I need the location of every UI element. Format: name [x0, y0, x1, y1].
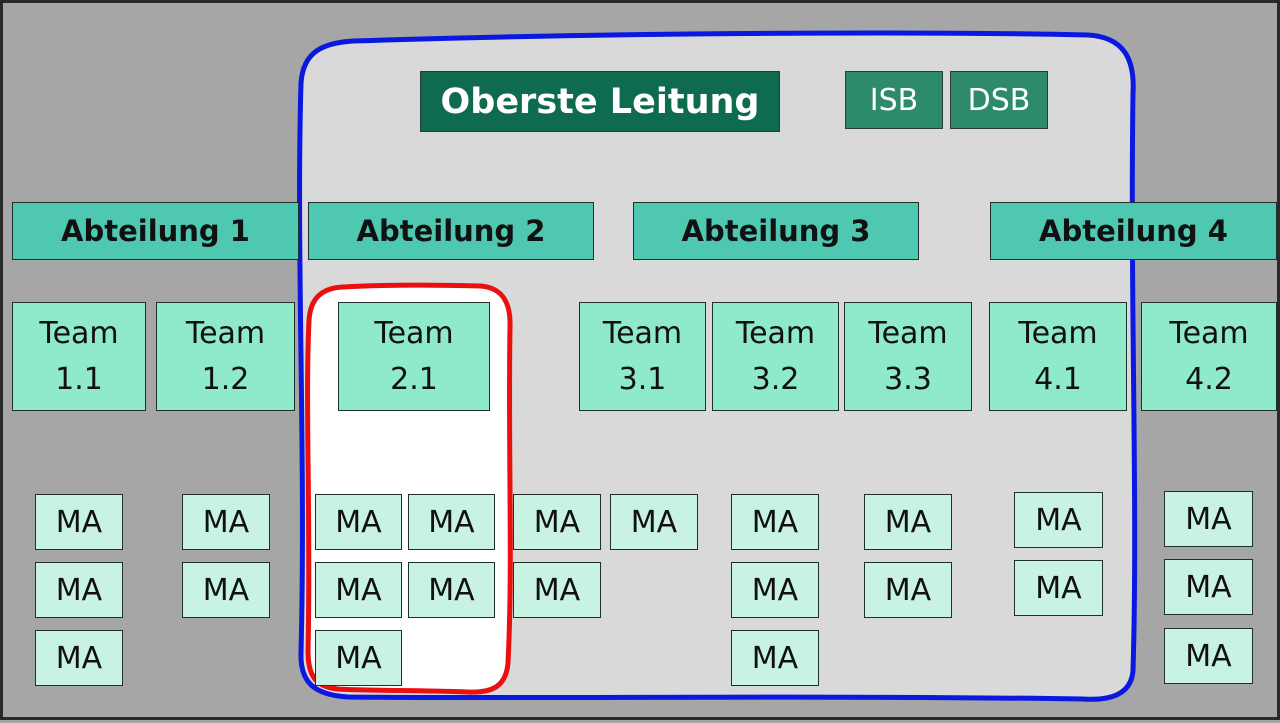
- team-box-1-2: Team 1.2: [156, 302, 295, 411]
- employee-box: MA: [315, 630, 402, 686]
- department-box-3: Abteilung 3: [633, 202, 919, 260]
- employee-box: MA: [731, 494, 819, 550]
- employee-box: MA: [1014, 492, 1103, 548]
- employee-box: MA: [513, 494, 601, 550]
- team-box-3-1: Team 3.1: [579, 302, 706, 411]
- team-box-2-1: Team 2.1: [338, 302, 490, 411]
- department-box-4: Abteilung 4: [990, 202, 1277, 260]
- department-box-1: Abteilung 1: [12, 202, 299, 260]
- team-box-1-1: Team 1.1: [12, 302, 146, 411]
- employee-box: MA: [1164, 628, 1253, 684]
- employee-box: MA: [513, 562, 601, 618]
- employee-box: MA: [315, 494, 402, 550]
- dsb-box: DSB: [950, 71, 1048, 129]
- isb-box: ISB: [845, 71, 943, 129]
- team-box-3-2: Team 3.2: [712, 302, 839, 411]
- department-box-2: Abteilung 2: [308, 202, 594, 260]
- employee-box: MA: [731, 562, 819, 618]
- employee-box: MA: [182, 562, 270, 618]
- employee-box: MA: [182, 494, 270, 550]
- team-box-4-1: Team 4.1: [989, 302, 1127, 411]
- employee-box: MA: [864, 494, 952, 550]
- employee-box: MA: [1014, 560, 1103, 616]
- employee-box: MA: [731, 630, 819, 686]
- employee-box: MA: [408, 494, 495, 550]
- employee-box: MA: [610, 494, 698, 550]
- employee-box: MA: [1164, 559, 1253, 615]
- employee-box: MA: [35, 562, 123, 618]
- employee-box: MA: [315, 562, 402, 618]
- team-box-4-2: Team 4.2: [1141, 302, 1277, 411]
- employee-box: MA: [864, 562, 952, 618]
- employee-box: MA: [35, 494, 123, 550]
- top-management-box: Oberste Leitung: [420, 71, 780, 132]
- employee-box: MA: [1164, 491, 1253, 547]
- team-box-3-3: Team 3.3: [844, 302, 972, 411]
- employee-box: MA: [408, 562, 495, 618]
- employee-box: MA: [35, 630, 123, 686]
